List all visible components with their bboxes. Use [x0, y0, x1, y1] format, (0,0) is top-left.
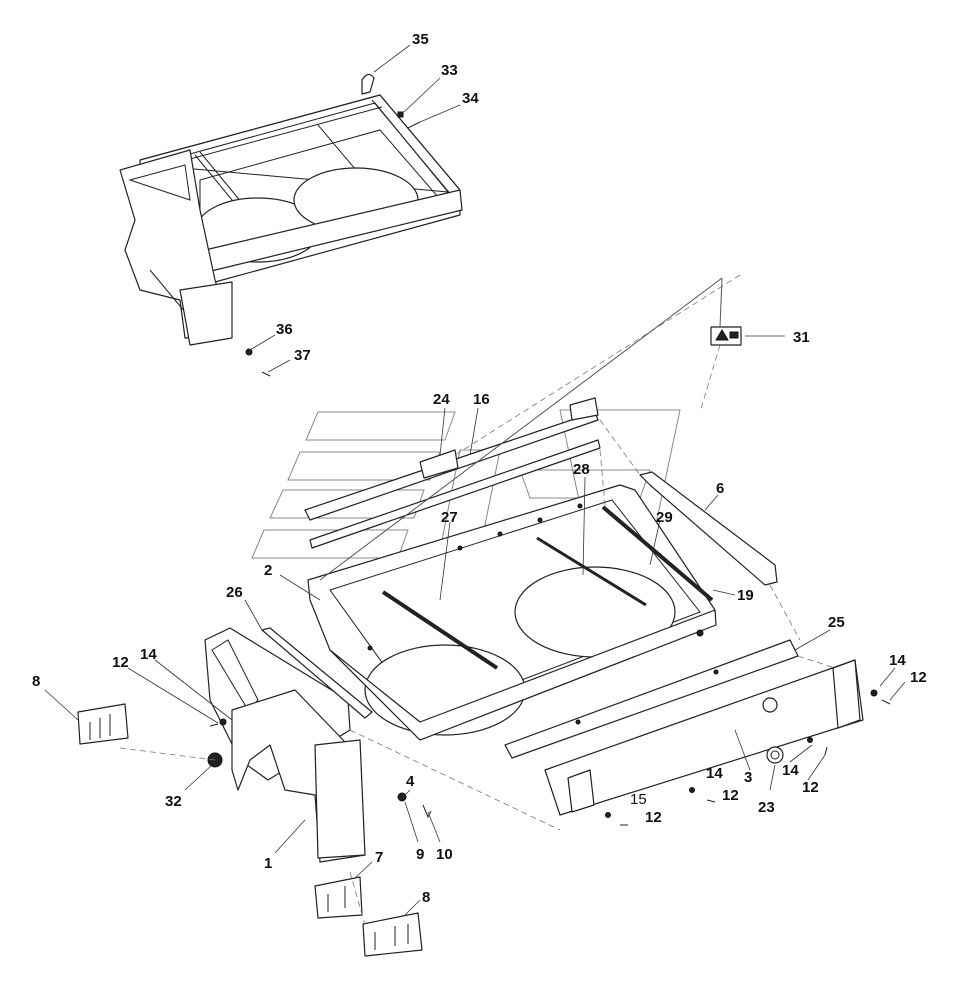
decal-31	[710, 326, 742, 346]
callout-7: 7	[375, 849, 383, 866]
callout-4: 4	[406, 773, 415, 790]
callout-1: 1	[264, 855, 272, 872]
callout-8-bottom: 8	[422, 889, 430, 906]
callout-19: 19	[737, 587, 754, 604]
callout-labels: 35 33 34 36 37 31 24 16 28 6 27 29 2 19 …	[32, 31, 927, 906]
callout-6: 6	[716, 480, 724, 497]
callout-3: 3	[744, 769, 752, 786]
callout-12-left: 12	[112, 654, 129, 671]
side-channel-6	[639, 471, 778, 586]
callout-24: 24	[433, 391, 450, 408]
bracket-8-bottom	[362, 912, 423, 957]
left-shroud-assembly	[204, 627, 373, 863]
overview-frame-assembly	[119, 73, 463, 377]
callout-25: 25	[828, 614, 845, 631]
callout-12-lower-right: 12	[802, 779, 819, 796]
leader-lines	[44, 44, 906, 916]
fasteners	[209, 689, 891, 826]
callout-14-left: 14	[140, 646, 157, 663]
callout-15: 15	[630, 791, 647, 808]
callout-28: 28	[573, 461, 590, 478]
callout-27: 27	[441, 509, 458, 526]
top-angle-brackets	[304, 397, 601, 549]
grommet-23	[766, 746, 784, 764]
callout-14-right: 14	[889, 652, 906, 669]
decal-projection-lines	[319, 277, 723, 581]
callout-12-center: 12	[722, 787, 739, 804]
callout-36: 36	[276, 321, 293, 338]
callout-14-lower-right: 14	[782, 762, 799, 779]
callout-16: 16	[473, 391, 490, 408]
callout-12-bottom: 12	[645, 809, 662, 826]
callout-35: 35	[412, 31, 429, 48]
callout-10: 10	[436, 846, 453, 863]
alignment-lines	[119, 274, 836, 926]
callout-9: 9	[416, 846, 424, 863]
callout-34: 34	[462, 90, 479, 107]
callout-2: 2	[264, 562, 272, 579]
callout-23: 23	[758, 799, 775, 816]
callout-29: 29	[656, 509, 673, 526]
callout-31: 31	[793, 329, 810, 346]
callout-37: 37	[294, 347, 311, 364]
callout-26: 26	[226, 584, 243, 601]
callout-12-right: 12	[910, 669, 927, 686]
main-fan-frame	[307, 484, 717, 741]
callout-33: 33	[441, 62, 458, 79]
callout-14-center: 14	[706, 765, 723, 782]
bracket-7	[314, 876, 363, 919]
callout-32: 32	[165, 793, 182, 810]
bracket-8-left	[77, 703, 129, 745]
lower-panel-3	[544, 659, 864, 816]
callout-8-left: 8	[32, 673, 40, 690]
